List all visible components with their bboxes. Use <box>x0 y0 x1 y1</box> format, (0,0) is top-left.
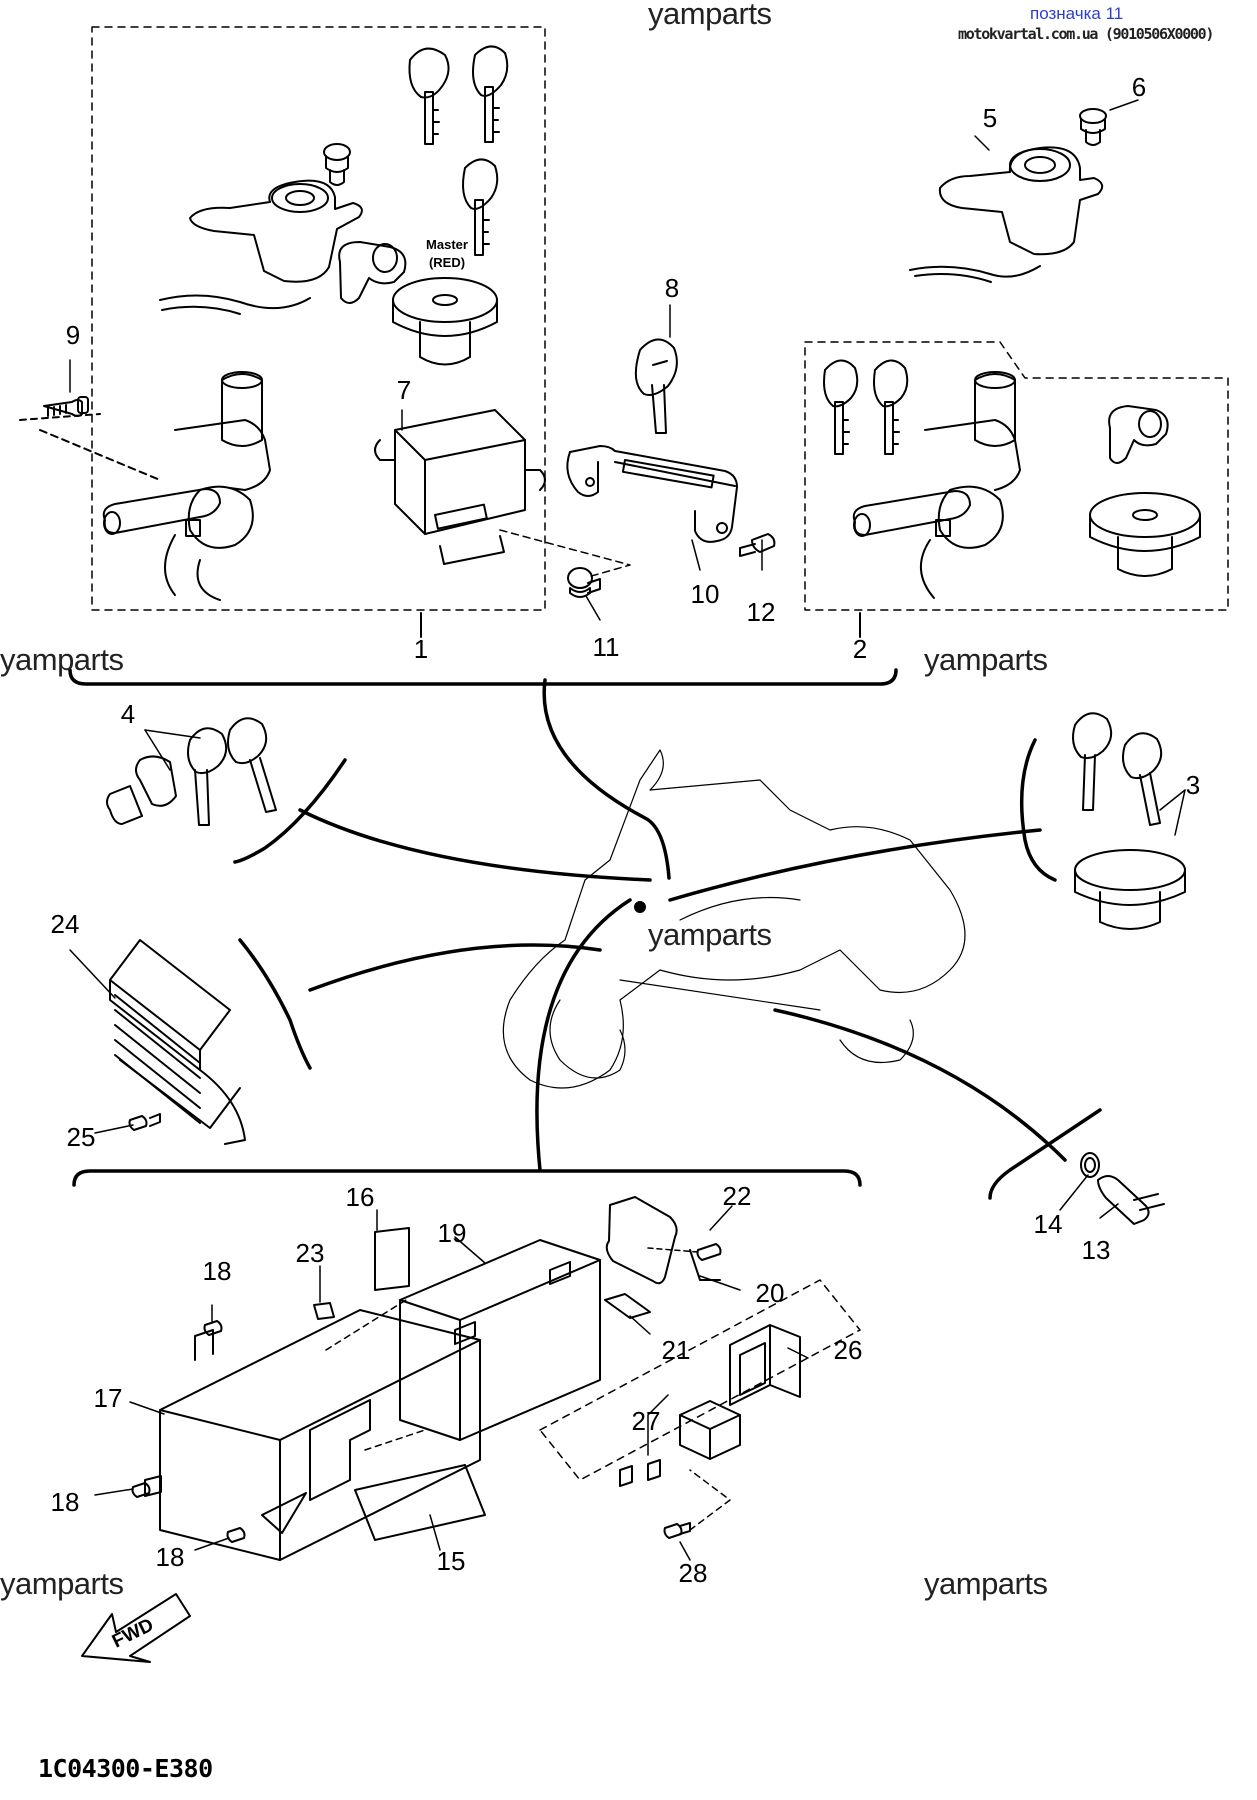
callout-2: 2 <box>852 634 868 664</box>
callout-12: 12 <box>746 597 776 627</box>
part26-cover <box>729 1324 801 1406</box>
watermark: yamparts <box>924 1566 1048 1601</box>
part27-relay <box>619 1400 741 1487</box>
callout-11: 11 <box>592 632 620 662</box>
part13-sensor <box>1097 1175 1165 1225</box>
part13-14-bracket <box>988 1108 1102 1200</box>
part6-screw <box>1079 108 1107 146</box>
kit1-steering-lock <box>102 371 271 601</box>
callout-6: 6 <box>1131 72 1147 102</box>
header-site: motokvartal.com.ua (9010506X0000) <box>958 25 1214 43</box>
kit1-screw <box>323 143 351 186</box>
part8-key <box>634 338 678 434</box>
callout-13: 13 <box>1081 1235 1111 1265</box>
part4-keys <box>106 717 277 826</box>
callout-21: 21 <box>661 1335 691 1365</box>
callout-10: 10 <box>690 579 720 609</box>
part9-bolt <box>19 396 161 481</box>
bottom-bracket <box>72 1169 862 1187</box>
part25-bolt <box>128 1113 161 1131</box>
kit-1-2-bracket <box>68 668 898 686</box>
callout-28: 28 <box>678 1558 708 1588</box>
part24-regulator <box>109 939 246 1145</box>
kit2-fuel-cap <box>1089 492 1201 577</box>
callout-16: 16 <box>345 1182 375 1212</box>
part22-screw <box>696 1243 722 1261</box>
kit-26-outline <box>539 1279 861 1481</box>
part12-bolt <box>739 533 776 557</box>
callout-3: 3 <box>1185 770 1201 800</box>
master-key-label-line2: (RED) <box>428 255 466 270</box>
callout-19: 19 <box>437 1218 467 1248</box>
callout-20: 20 <box>755 1278 785 1308</box>
catalog-code: 1C04300-E380 <box>38 1754 213 1783</box>
part3-bracket <box>1019 738 1057 882</box>
part4-bracket <box>233 758 347 864</box>
callout-8: 8 <box>664 273 680 303</box>
kit2-seat-lock <box>1108 405 1169 464</box>
callout-27: 27 <box>631 1406 661 1436</box>
part10-bracket <box>566 445 738 543</box>
callout-4: 4 <box>120 699 136 729</box>
kit1-fuel-cap <box>392 277 498 366</box>
callout-leaders <box>69 99 1186 1561</box>
callout-7: 7 <box>396 375 412 405</box>
callout-25: 25 <box>66 1122 96 1152</box>
kit-1-outline <box>91 26 546 611</box>
callout-14: 14 <box>1033 1209 1063 1239</box>
kit-2-outline <box>804 341 1229 611</box>
fwd-arrow: FWD <box>81 1593 191 1663</box>
callout-22: 22 <box>722 1181 752 1211</box>
part14-washer <box>1080 1152 1100 1178</box>
kit1-keys <box>408 45 509 256</box>
callout-1: 1 <box>413 634 429 664</box>
part18-bolts <box>131 1320 246 1543</box>
part21-pad <box>604 1293 651 1319</box>
callout-24: 24 <box>50 909 80 939</box>
motorcycle-outline <box>502 749 966 1089</box>
callout-17: 17 <box>93 1383 123 1413</box>
watermark: yamparts <box>0 642 124 677</box>
part3-fuel-cap <box>1074 849 1186 930</box>
watermark: yamparts <box>648 917 772 952</box>
kit2-steering-lock <box>852 371 1021 599</box>
master-key-label: Master (RED) <box>426 236 468 272</box>
callout-15: 15 <box>436 1546 466 1576</box>
kit2-keys <box>823 359 909 455</box>
master-key-label-line1: Master <box>426 237 468 252</box>
part19-battery <box>399 1239 601 1441</box>
part20-bracket <box>605 1196 721 1285</box>
part23-clip <box>313 1302 335 1320</box>
watermark: yamparts <box>0 1566 124 1601</box>
callout-18c: 18 <box>155 1542 185 1572</box>
callout-18b: 18 <box>50 1487 80 1517</box>
part24-bracket <box>238 938 312 1070</box>
callout-23: 23 <box>295 1238 325 1268</box>
callout-26: 26 <box>833 1335 863 1365</box>
part11-bolt <box>567 567 601 598</box>
kit1-main-switch <box>159 179 363 315</box>
callout-5: 5 <box>982 103 998 133</box>
part16-pad <box>374 1227 410 1291</box>
kit1-seat-lock <box>338 241 407 304</box>
leader-lines <box>298 678 1067 1172</box>
watermark: yamparts <box>648 0 772 31</box>
part17-battery-box <box>144 1309 481 1561</box>
part3-keys <box>1072 712 1163 826</box>
callout-18a: 18 <box>202 1256 232 1286</box>
callout-9: 9 <box>65 320 81 350</box>
watermark: yamparts <box>924 642 1048 677</box>
part28-bolt <box>663 1522 691 1539</box>
header-badge: позначка 11 <box>1030 4 1124 23</box>
part5-main-switch <box>909 146 1104 283</box>
part15-pad <box>354 1464 486 1541</box>
part7-ecu <box>374 409 546 565</box>
